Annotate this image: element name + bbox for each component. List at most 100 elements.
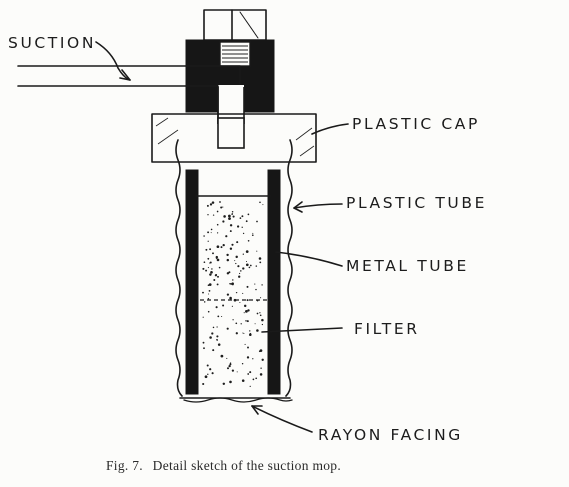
top-fitting [203, 9, 267, 41]
stipple-dot [217, 275, 219, 278]
stipple-dot [248, 266, 251, 269]
stipple-dot [216, 210, 219, 213]
stipple-dot [216, 245, 220, 249]
stipple-dot [246, 320, 249, 323]
stipple-dot [235, 255, 238, 259]
stipple-dot [211, 268, 213, 270]
stipple-dot [242, 232, 245, 235]
stipple-dot [245, 250, 249, 253]
stipple-dot [205, 269, 208, 272]
stipple-dot [222, 220, 225, 223]
stipple-dot [230, 283, 233, 285]
stipple-dot [219, 201, 221, 203]
stipple-dot [220, 246, 223, 249]
stipple-dot [229, 247, 233, 250]
stipple-dot [206, 204, 209, 207]
stipple-dot [232, 215, 235, 218]
stipple-dot [222, 304, 225, 307]
stipple-dot [243, 312, 245, 314]
stipple-dot [210, 270, 213, 274]
stipple-dot [208, 283, 212, 286]
stipple-dot [241, 215, 244, 218]
figure-caption-text: Detail sketch of the suction mop. [153, 458, 341, 473]
stipple-dot [261, 323, 264, 326]
stipple-dot [202, 267, 205, 270]
figure-number: Fig. 7. [106, 458, 143, 473]
stipple-dot [210, 228, 213, 231]
stipple-dot [216, 335, 219, 338]
stipple-dot [239, 272, 241, 275]
stipple-dot [216, 223, 219, 226]
stipple-dot [204, 375, 208, 379]
stipple-dot [255, 377, 258, 380]
stipple-dot [243, 332, 245, 335]
stipple-dot [216, 338, 218, 341]
stipple-dot [228, 364, 231, 368]
stipple-dot [207, 267, 209, 269]
stipple-dot [255, 265, 258, 267]
stipple-dot [228, 217, 231, 220]
stipple-dot [203, 261, 206, 264]
stipple-dot [259, 312, 261, 314]
stipple-dot [249, 264, 252, 267]
stipple-dot [211, 372, 214, 375]
stipple-dot [247, 373, 250, 375]
stipple-dot [259, 261, 262, 264]
stipple-dot [231, 305, 233, 307]
stipple-dot [208, 290, 211, 292]
rayon-facing [183, 397, 293, 403]
stipple-dot [231, 213, 233, 216]
stipple-dot [210, 232, 212, 234]
stipple-dot [205, 248, 208, 251]
stipple-dot [215, 273, 217, 276]
stipple-dot [241, 226, 243, 228]
stipple-dot [202, 382, 205, 386]
stipple-dot [202, 341, 205, 344]
stipple-dot [249, 330, 251, 332]
stipple-dot [241, 379, 245, 382]
stipple-dot [212, 252, 214, 255]
stipple-dot [249, 385, 251, 387]
metal-tube [185, 169, 281, 395]
stipple-dot [202, 316, 204, 318]
stipple-dot [251, 234, 254, 237]
stipple-dot [235, 322, 238, 325]
metal-tube-leader [275, 251, 343, 267]
stipple-dot [229, 380, 232, 384]
stipple-dot [247, 213, 250, 216]
stipple-dot [245, 320, 247, 322]
stipple-dot [207, 297, 210, 300]
stipple-dot [256, 250, 258, 252]
stipple-dot [212, 214, 215, 216]
stipple-dot [207, 214, 209, 216]
leader-lines [95, 41, 349, 433]
stipple-dot [247, 346, 249, 349]
stipple-dot [215, 306, 218, 309]
stipple-dot [223, 215, 226, 218]
stipple-dot [259, 349, 263, 352]
stipple-dot [245, 260, 248, 263]
stipple-dot [234, 260, 236, 262]
stipple-dot [203, 347, 205, 350]
stipple-dot [226, 357, 228, 359]
stipple-dot [233, 298, 237, 302]
thread-hatch [222, 45, 248, 63]
stipple-dot [225, 235, 228, 238]
stipple-dot [242, 267, 245, 270]
metal-tube-label: METAL TUBE [346, 257, 469, 275]
stipple-dot [252, 232, 254, 234]
stipple-dot [245, 220, 248, 223]
stipple-dot [207, 373, 209, 376]
rayon-facing-label: RAYON FACING [318, 426, 463, 444]
plastic-tube-leader [293, 203, 343, 209]
stipple-dot [226, 258, 230, 262]
stipple-dot [256, 220, 258, 223]
stipple-dot [247, 309, 250, 312]
stipple-dot [259, 314, 262, 317]
stipple-dot [262, 204, 264, 206]
stipple-dot [211, 201, 215, 204]
stipple-dot [256, 329, 259, 332]
stipple-dot [235, 332, 238, 335]
stipple-dot [245, 263, 249, 267]
stipple-dot [239, 217, 242, 219]
